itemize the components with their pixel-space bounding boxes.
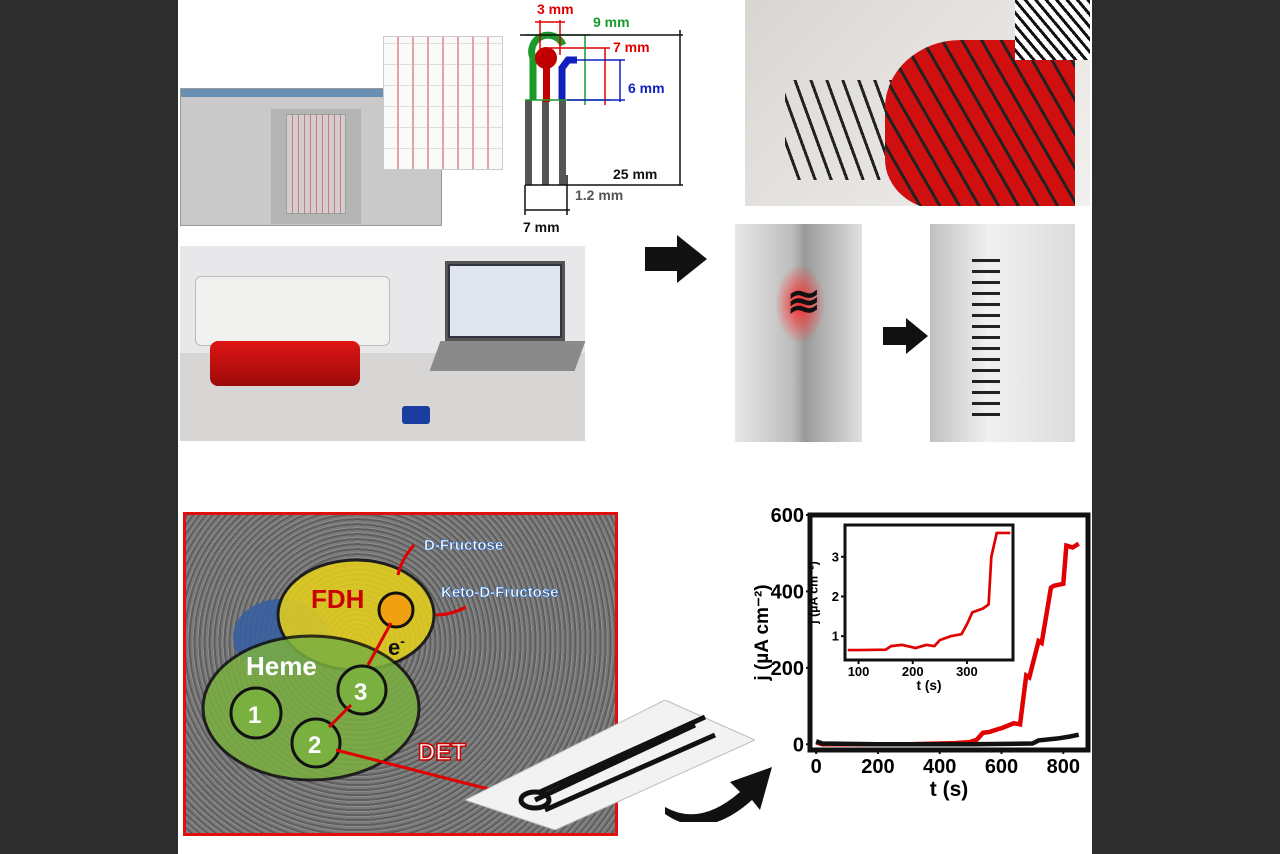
inset-x-tick-label: 200 bbox=[902, 664, 924, 679]
heme-2 bbox=[290, 717, 342, 769]
inset-x-tick-label: 100 bbox=[848, 664, 870, 679]
reference-electrode bbox=[558, 56, 577, 100]
dim-9mm: 9 mm bbox=[593, 14, 630, 30]
dim-6mm: 6 mm bbox=[628, 80, 665, 96]
inset-x-axis-label: t (s) bbox=[916, 678, 941, 693]
enzyme-sem-panel: 1 3 2 Heme FDH e- D-Fructose Keto-D-Fruc… bbox=[183, 512, 618, 836]
vinyl-cutter-photo bbox=[180, 246, 585, 441]
substrate-label: D-Fructose bbox=[424, 537, 503, 554]
heme-label: Heme bbox=[246, 651, 317, 681]
dim-3mm: 3 mm bbox=[537, 1, 574, 17]
track bbox=[559, 100, 566, 185]
main-y-tick-label: 600 bbox=[771, 505, 804, 527]
inset-x-tick-label: 300 bbox=[956, 664, 978, 679]
curved-arrow-icon bbox=[665, 767, 772, 822]
det-label: DET bbox=[418, 739, 466, 766]
main-x-axis-label: t (s) bbox=[930, 778, 969, 801]
main-x-tick-label: 0 bbox=[811, 756, 822, 778]
inset-y-tick-label: 2 bbox=[832, 589, 839, 604]
dim-7mm-red: 7 mm bbox=[613, 39, 650, 55]
main-x-tick-label: 200 bbox=[861, 756, 894, 778]
main-y-tick-label: 400 bbox=[771, 581, 804, 603]
fdh-label: FDH bbox=[311, 584, 364, 614]
chronoamperometry-chart: 0 200 400 600 800 0 200 400 600 t (s) j (µA cm⁻²) 1… bbox=[752, 505, 1091, 801]
main-y-tick-label: 200 bbox=[771, 658, 804, 680]
electrode-pattern-sheet bbox=[383, 36, 503, 170]
heme-3 bbox=[336, 664, 388, 716]
inset-y-tick-label: 3 bbox=[832, 549, 839, 564]
dim-7mm-black: 7 mm bbox=[523, 219, 560, 235]
printed-electrode-illustration bbox=[465, 700, 755, 830]
main-x-tick-label: 800 bbox=[1047, 756, 1080, 778]
heme-1 bbox=[229, 686, 283, 740]
electron-label: e- bbox=[388, 633, 405, 660]
heme-2-label: 2 bbox=[308, 732, 321, 759]
process-arrow-icon bbox=[645, 235, 707, 283]
heme-3-label: 3 bbox=[354, 679, 367, 706]
vinyl-peeling-photo bbox=[745, 0, 1090, 206]
main-y-tick-label: 0 bbox=[793, 734, 804, 756]
heme-1-label: 1 bbox=[248, 702, 261, 729]
fad-site bbox=[377, 591, 415, 629]
process-arrow-icon bbox=[883, 318, 928, 354]
dim-25mm: 25 mm bbox=[613, 166, 657, 182]
heat-icon: ≋ bbox=[787, 280, 821, 324]
heat-lamination-photo: ≋ bbox=[735, 224, 862, 442]
inset-y-tick-label: 1 bbox=[832, 629, 839, 644]
inset-series-line-0 bbox=[847, 531, 1011, 652]
main-series-line-1 bbox=[815, 732, 1080, 747]
track bbox=[525, 100, 532, 185]
laminated-electrodes-photo bbox=[930, 224, 1075, 442]
inset-y-axis-label: j (µA cm⁻²) bbox=[807, 561, 821, 625]
inset-plot-frame bbox=[843, 523, 1015, 662]
product-label: Keto-D-Fructose bbox=[441, 584, 559, 601]
main-y-axis-label: j (µA cm⁻²) bbox=[752, 584, 773, 681]
main-x-tick-label: 400 bbox=[923, 756, 956, 778]
electrode-dimension-drawing: 3 mm 9 mm 7 mm 6 mm 25 mm 1.2 mm 7 mm bbox=[520, 1, 683, 235]
main-x-tick-label: 600 bbox=[985, 756, 1018, 778]
dim-1-2mm: 1.2 mm bbox=[575, 187, 623, 203]
track bbox=[542, 100, 549, 185]
